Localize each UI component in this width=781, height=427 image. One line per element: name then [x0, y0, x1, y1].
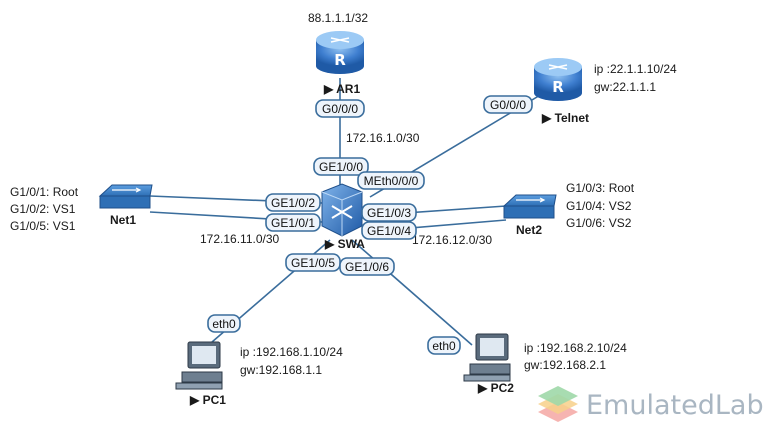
net1-role-3: G1/0/5: VS1 [10, 219, 76, 233]
svg-text:eth0: eth0 [212, 317, 236, 331]
subnet-net1-swa: 172.16.11.0/30 [200, 232, 280, 246]
telnet-ip-label: ip :22.1.1.10/24 [594, 62, 677, 76]
switch-arrows-icon [112, 187, 142, 193]
brand-text: EmulatedLab [586, 390, 764, 421]
net1-name: Net1 [110, 213, 136, 227]
pc-pc2[interactable]: ▶ PC2 ip :192.168.2.10/24 gw:192.168.2.1 [463, 333, 627, 395]
port-swa-ge101[interactable]: GE1/0/1 [265, 213, 321, 232]
pc-icon [175, 341, 223, 390]
port-labels: G0/0/0 G0/0/0 GE1/0/0 MEth0/0/0 GE1/0/2 … [207, 95, 533, 355]
net2-role-3: G1/0/6: VS2 [566, 216, 632, 230]
subnet-ar1-swa: 172.16.1.0/30 [346, 131, 420, 145]
port-pc2-eth0[interactable]: eth0 [427, 336, 461, 355]
svg-text:G0/0/0: G0/0/0 [490, 98, 526, 112]
port-telnet-g000[interactable]: G0/0/0 [483, 95, 533, 114]
net2-role-1: G1/0/3: Root [566, 181, 635, 195]
port-swa-ge100[interactable]: GE1/0/0 [313, 157, 369, 176]
pc1-gw-label: gw:192.168.1.1 [240, 363, 322, 377]
switch-net1[interactable]: Net1 G1/0/1: Root G1/0/2: VS1 G1/0/5: VS… [10, 184, 153, 233]
svg-text:R: R [552, 78, 564, 96]
net2-name: Net2 [516, 223, 542, 237]
svg-text:eth0: eth0 [432, 339, 456, 353]
port-pc1-eth0[interactable]: eth0 [207, 314, 241, 333]
svg-text:R: R [334, 51, 346, 69]
svg-text:GE1/0/2: GE1/0/2 [271, 196, 315, 210]
pc2-name: ▶ PC2 [477, 381, 514, 395]
port-swa-meth[interactable]: MEth0/0/0 [357, 171, 425, 190]
svg-text:MEth0/0/0: MEth0/0/0 [364, 174, 419, 188]
telnet-gw-label: gw:22.1.1.1 [594, 80, 656, 94]
port-ar1-g000[interactable]: G0/0/0 [315, 99, 365, 118]
telnet-name: ▶ Telnet [541, 111, 589, 125]
router-icon: R [330, 37, 350, 69]
link-swa-pc2[interactable] [351, 239, 473, 346]
svg-text:GE1/0/4: GE1/0/4 [367, 224, 411, 238]
net1-role-2: G1/0/2: VS1 [10, 202, 76, 216]
svg-text:GE1/0/5: GE1/0/5 [291, 256, 335, 270]
brand-watermark: EmulatedLab [538, 386, 764, 422]
port-swa-ge104[interactable]: GE1/0/4 [361, 221, 417, 240]
svg-text:G0/0/0: G0/0/0 [322, 102, 358, 116]
layers-logo-icon [538, 386, 578, 422]
ar1-name: ▶ AR1 [323, 82, 360, 96]
router-icon: R [548, 64, 568, 96]
net2-role-2: G1/0/4: VS2 [566, 199, 632, 213]
pc-pc1[interactable]: ▶ PC1 ip :192.168.1.10/24 gw:192.168.1.1 [175, 341, 343, 407]
svg-text:GE1/0/0: GE1/0/0 [319, 160, 363, 174]
pc2-gw-label: gw:192.168.2.1 [524, 358, 606, 372]
port-swa-ge102[interactable]: GE1/0/2 [265, 193, 321, 212]
svg-text:GE1/0/3: GE1/0/3 [367, 206, 411, 220]
pc2-ip-label: ip :192.168.2.10/24 [524, 341, 627, 355]
pc-icon [463, 333, 511, 382]
pc1-name: ▶ PC1 [189, 393, 226, 407]
router-ar1[interactable]: 88.1.1.1/32 R ▶ AR1 [308, 11, 368, 96]
switch-arrows-icon [331, 205, 353, 219]
svg-text:GE1/0/1: GE1/0/1 [271, 216, 315, 230]
router-telnet[interactable]: R ▶ Telnet ip :22.1.1.10/24 gw:22.1.1.1 [534, 58, 677, 125]
switch-net2[interactable]: Net2 G1/0/3: Root G1/0/4: VS2 G1/0/6: VS… [502, 181, 635, 237]
switch-swa[interactable]: ▶ SWA [321, 183, 365, 251]
port-swa-ge103[interactable]: GE1/0/3 [361, 203, 417, 222]
subnet-net2-swa: 172.16.12.0/30 [412, 233, 492, 247]
net1-role-1: G1/0/1: Root [10, 185, 79, 199]
svg-text:GE1/0/6: GE1/0/6 [345, 260, 389, 274]
swa-name: ▶ SWA [324, 237, 365, 251]
port-swa-ge106[interactable]: GE1/0/6 [339, 257, 395, 276]
pc1-ip-label: ip :192.168.1.10/24 [240, 345, 343, 359]
port-swa-ge105[interactable]: GE1/0/5 [285, 253, 341, 272]
switch-arrows-icon [516, 197, 546, 203]
ar1-ip-label: 88.1.1.1/32 [308, 11, 368, 25]
